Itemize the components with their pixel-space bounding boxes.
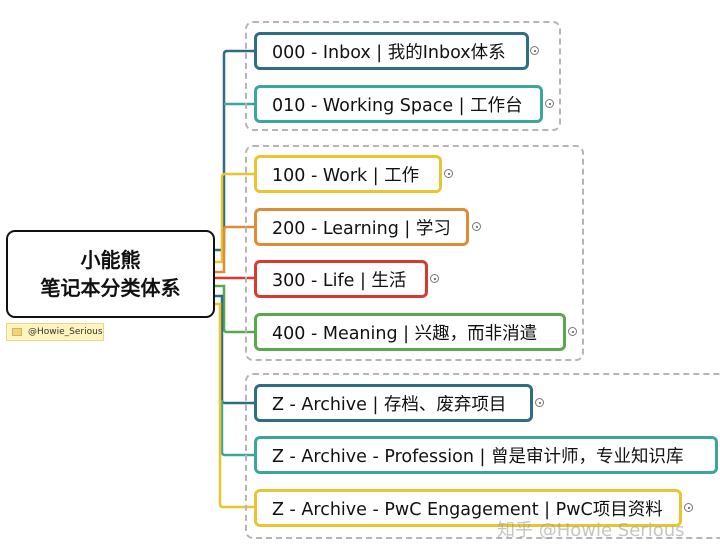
topic-inbox[interactable]: 000 - Inbox | 我的Inbox体系 [254, 32, 529, 70]
topic-archive-profession-label: Z - Archive - Profession | 曾是审计师，专业知识库 [272, 446, 684, 467]
connector-work [215, 172, 254, 264]
topic-working-space-label: 010 - Working Space | 工作台 [272, 95, 523, 116]
topic-archive[interactable]: Z - Archive | 存档、废弃项目 [254, 384, 533, 422]
expand-learning-icon[interactable] [472, 222, 481, 231]
topic-work[interactable]: 100 - Work | 工作 [254, 155, 442, 193]
connector-pwc [215, 302, 254, 509]
expand-life-icon[interactable] [430, 274, 439, 283]
group-boundary-workspace [245, 21, 561, 131]
topic-archive-profession[interactable]: Z - Archive - Profession | 曾是审计师，专业知识库 [254, 436, 718, 474]
expand-archive-pwc-icon[interactable] [684, 503, 693, 512]
topic-work-label: 100 - Work | 工作 [272, 165, 420, 186]
group-boundary-core [245, 145, 584, 361]
topic-archive-pwc-label: Z - Archive - PwC Engagement | PwC项目资料 [272, 499, 663, 520]
topic-life[interactable]: 300 - Life | 生活 [254, 260, 428, 298]
expand-working-space-icon[interactable] [545, 99, 554, 108]
root-title-line1: 小能熊 [80, 248, 141, 272]
topic-meaning-label: 400 - Meaning | 兴趣，而非消遣 [272, 323, 538, 344]
expand-work-icon[interactable] [444, 169, 453, 178]
topic-learning[interactable]: 200 - Learning | 学习 [254, 208, 469, 246]
root-title-line2: 笔记本分类体系 [40, 276, 181, 300]
connector-meaning [215, 284, 254, 334]
expand-inbox-icon[interactable] [530, 46, 539, 55]
topic-learning-label: 200 - Learning | 学习 [272, 218, 451, 239]
author-note: @Howie_Serious [6, 323, 104, 341]
topic-archive-label: Z - Archive | 存档、废弃项目 [272, 394, 507, 415]
watermark: 知乎 @Howie Serious [497, 520, 685, 541]
topic-life-label: 300 - Life | 生活 [272, 270, 407, 291]
connector-learning [215, 225, 254, 274]
group-boundary-archive [245, 373, 720, 539]
expand-meaning-icon[interactable] [568, 327, 577, 336]
expand-archive-icon[interactable] [535, 398, 544, 407]
author-note-text: @Howie_Serious [28, 327, 103, 337]
topic-working-space[interactable]: 010 - Working Space | 工作台 [254, 85, 543, 123]
root-topic[interactable]: 小能熊 笔记本分类体系 [6, 230, 215, 318]
folder-icon [12, 328, 22, 336]
connector-profession [220, 400, 254, 457]
connector-inbox [215, 49, 254, 252]
topic-archive-pwc[interactable]: Z - Archive - PwC Engagement | PwC项目资料 [254, 489, 682, 527]
topic-inbox-label: 000 - Inbox | 我的Inbox体系 [272, 42, 506, 63]
topic-meaning[interactable]: 400 - Meaning | 兴趣，而非消遣 [254, 313, 566, 351]
